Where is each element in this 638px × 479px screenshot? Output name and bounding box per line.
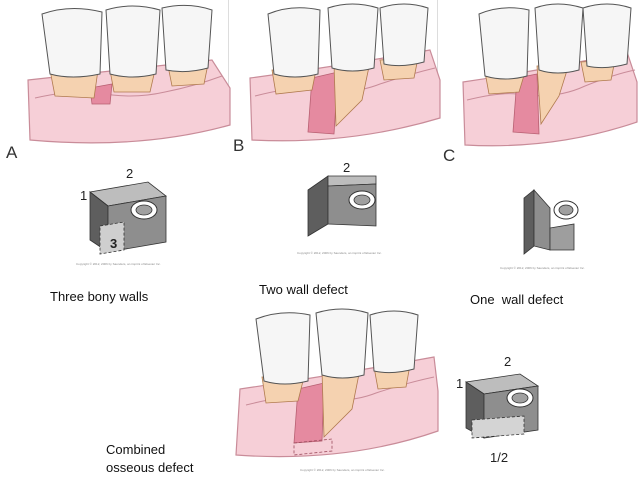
copyright-notice: Copyright © 2012, 2006 by Saunders, an i…	[297, 251, 382, 255]
wall-number-2: 2	[126, 166, 134, 181]
tooth-crown	[315, 308, 369, 379]
tooth-crown	[267, 7, 321, 78]
combined-defect-schematic	[464, 373, 540, 439]
three-wall-schematic	[89, 181, 167, 255]
two-wall-schematic	[307, 175, 377, 237]
tooth-crown	[41, 8, 103, 78]
caption-three-bony-walls: Three bony walls	[50, 289, 149, 304]
root-section	[135, 204, 153, 216]
panel-letter-b: B	[233, 136, 245, 155]
tooth-crown	[478, 7, 530, 80]
root-section	[353, 194, 371, 206]
defect-area	[293, 382, 325, 444]
tooth-crown	[369, 310, 419, 374]
copyright-notice: Copyright © 2012, 2006 by Saunders, an i…	[76, 262, 161, 266]
root-section	[511, 392, 529, 404]
tooth-crown	[255, 312, 311, 385]
wall-number-2: 2	[504, 354, 512, 369]
wall-number-3: 3	[110, 236, 118, 251]
wall-number-2: 2	[343, 160, 351, 175]
panel-letter-a: A	[6, 143, 18, 162]
caption-combined-line2: osseous defect	[106, 460, 194, 475]
copyright-notice: Copyright © 2012, 2006 by Saunders, an i…	[500, 266, 585, 270]
defect-area	[307, 71, 339, 135]
defect-outline	[293, 438, 333, 456]
caption-two-wall-defect: Two wall defect	[259, 282, 348, 297]
tooth-crown	[327, 3, 379, 72]
wall-number-1: 1	[456, 376, 464, 391]
tooth-crown	[161, 4, 213, 73]
tooth-crown	[379, 3, 429, 67]
caption-combined-line1: Combined	[106, 442, 166, 457]
tooth-crown	[105, 5, 161, 78]
wall-number-1: 1	[80, 188, 88, 203]
divider-line	[228, 0, 229, 100]
three-wall-defect-illustration	[27, 4, 231, 144]
one-wall-schematic	[523, 188, 579, 255]
tooth-crown	[534, 3, 584, 74]
wall-number-half: 1/2	[490, 450, 509, 465]
wall-back	[533, 188, 551, 251]
copyright-notice: Copyright © 2012, 2006 by Saunders, an i…	[300, 468, 385, 472]
root-section	[558, 204, 574, 216]
two-wall-defect-illustration	[249, 3, 441, 142]
panel-letter-c: C	[443, 146, 456, 165]
caption-one-wall-defect: One wall defect	[470, 292, 564, 307]
one-wall-defect-illustration	[462, 3, 638, 147]
wall-left	[523, 189, 535, 255]
defect-outline	[471, 415, 525, 439]
wall-right	[549, 223, 575, 251]
wall-left	[307, 175, 329, 237]
divider-line	[437, 0, 438, 100]
combined-defect-illustration	[235, 308, 439, 458]
tooth-crown	[582, 3, 632, 69]
defect-outline	[99, 221, 125, 255]
